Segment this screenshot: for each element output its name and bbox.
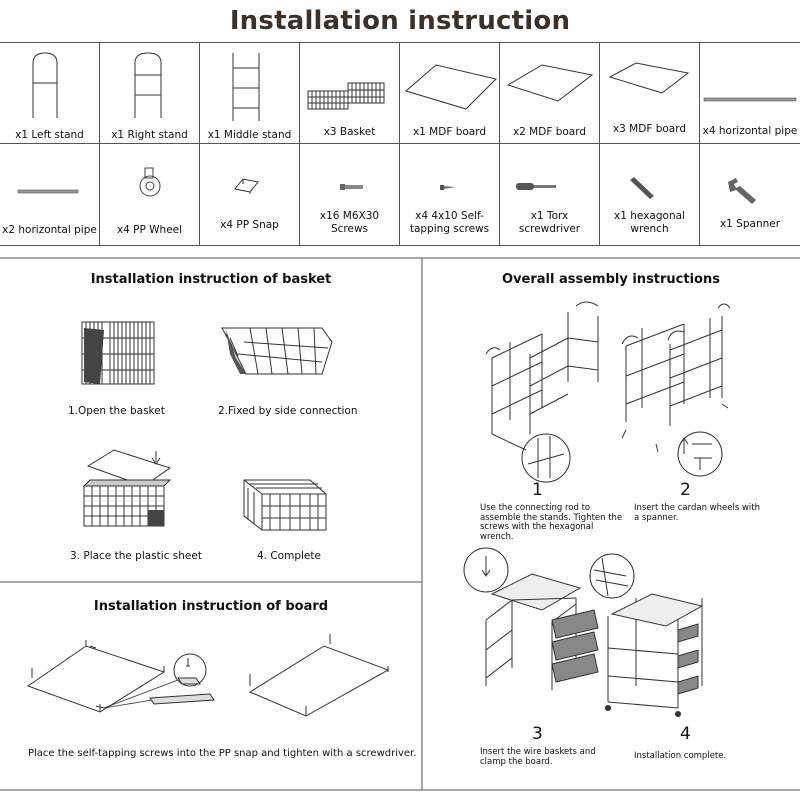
basket-step-1: 1.Open the basket xyxy=(68,405,165,417)
part-label: x2 MDF board xyxy=(512,126,587,138)
mdf-board-icon xyxy=(506,64,594,102)
part-label: x1 hexagonal wrench xyxy=(614,210,685,235)
mdf-board-icon xyxy=(608,62,690,94)
basket-side-connection-illustration xyxy=(221,327,333,375)
part-label: x1 MDF board xyxy=(412,126,487,138)
left-stand-icon xyxy=(32,52,58,118)
wheel-icon xyxy=(139,167,161,197)
self-tapping-screw-icon xyxy=(440,185,456,190)
step-3-number: 3 xyxy=(532,724,543,744)
part-left-stand: x1 Left stand xyxy=(0,43,100,144)
basket-heading: Installation instruction of basket xyxy=(90,272,332,287)
board-flipped-illustration xyxy=(248,634,390,717)
step-2-number: 2 xyxy=(680,480,691,500)
spanner-icon xyxy=(728,178,756,204)
basket-open-illustration xyxy=(81,321,155,385)
board-caption: Place the self-tapping screws into the P… xyxy=(28,748,417,759)
part-label: x1 Spanner xyxy=(719,218,781,230)
part-horizontal-pipe-4: x4 horizontal pipe xyxy=(700,43,800,144)
basket-icon xyxy=(307,82,385,110)
part-middle-stand: x1 Middle stand xyxy=(200,43,300,144)
part-label: x1 Right stand xyxy=(111,129,188,141)
board-heading: Installation instruction of board xyxy=(93,599,329,614)
part-snap: x4 PP Snap xyxy=(200,144,300,245)
step-1-number: 1 xyxy=(532,480,543,500)
part-screws-m6: x16 M6X30 Screws xyxy=(300,144,400,245)
overall-assembly-panel: Overall assembly instructions xyxy=(422,258,800,790)
part-label: x1 Left stand xyxy=(15,129,84,141)
basket-plastic-sheet-illustration xyxy=(82,449,172,527)
step-4-number: 4 xyxy=(680,724,691,744)
part-label: x2 horizontal pipe xyxy=(2,224,97,236)
step-2-text: Insert the cardan wheels with a spanner. xyxy=(634,503,760,523)
basket-complete-illustration xyxy=(243,479,327,531)
part-mdf-board-2: x2 MDF board xyxy=(500,43,600,144)
assembly-step-3-illustration xyxy=(463,547,635,690)
part-right-stand: x1 Right stand xyxy=(100,43,200,144)
part-mdf-board-3: x3 MDF board xyxy=(600,43,700,144)
screw-icon xyxy=(340,184,363,190)
overall-heading: Overall assembly instructions xyxy=(502,272,720,287)
part-horizontal-pipe-2: x2 horizontal pipe xyxy=(0,144,100,245)
part-label: x1 Middle stand xyxy=(207,129,292,141)
page-title: Installation instruction xyxy=(229,6,571,36)
assembly-step-1-illustration xyxy=(485,301,599,483)
part-wheel: x4 PP Wheel xyxy=(100,144,200,245)
snap-icon xyxy=(234,178,259,194)
part-label: x4 4x10 Self-tapping screws xyxy=(409,210,490,235)
parts-list: x1 Left stand x1 Right stand x1 Middle s… xyxy=(0,42,800,246)
horizontal-pipe-icon xyxy=(703,97,797,102)
basket-diagrams xyxy=(81,321,333,531)
screwdriver-icon xyxy=(516,183,556,190)
board-instructions-panel: Installation instruction of board Place … xyxy=(0,582,422,790)
right-stand-icon xyxy=(134,52,162,118)
step-1-text: Use the connecting rod to assemble the s… xyxy=(480,503,623,542)
assembly-step-4-illustration xyxy=(605,593,704,717)
assembly-step-2-illustration xyxy=(621,303,731,477)
part-label: x16 M6X30 Screws xyxy=(319,210,380,235)
basket-step-2: 2.Fixed by side connection xyxy=(218,405,358,417)
middle-stand-icon xyxy=(232,53,260,121)
part-label: x4 PP Wheel xyxy=(116,224,183,236)
horizontal-pipe-icon xyxy=(17,189,79,194)
board-with-snaps-illustration xyxy=(26,640,215,713)
part-label: x3 Basket xyxy=(323,126,376,138)
basket-step-4: 4. Complete xyxy=(257,550,321,562)
part-label: x4 PP Snap xyxy=(220,219,279,231)
assembly-diagrams xyxy=(463,301,731,717)
part-basket: x3 Basket xyxy=(300,43,400,144)
basket-step-3: 3. Place the plastic sheet xyxy=(70,550,202,562)
part-self-tapping-screws: x4 4x10 Self-tapping screws xyxy=(400,144,500,245)
part-spanner: x1 Spanner xyxy=(700,144,800,245)
part-hex-wrench: x1 hexagonal wrench xyxy=(600,144,700,245)
hex-wrench-icon xyxy=(630,177,654,199)
step-4-text: Installation complete. xyxy=(634,751,727,761)
basket-instructions-panel: Installation instruction of basket xyxy=(0,258,422,582)
part-label: x4 horizontal pipe xyxy=(702,125,798,137)
part-label: x3 MDF board xyxy=(612,123,687,135)
part-torx-screwdriver: x1 Torx screwdriver xyxy=(500,144,600,245)
step-3-text: Insert the wire baskets and clamp the bo… xyxy=(480,747,596,767)
mdf-board-icon xyxy=(404,64,497,110)
part-label: x1 Torx screwdriver xyxy=(518,210,581,235)
board-diagrams xyxy=(26,634,390,717)
part-mdf-board-1: x1 MDF board xyxy=(400,43,500,144)
